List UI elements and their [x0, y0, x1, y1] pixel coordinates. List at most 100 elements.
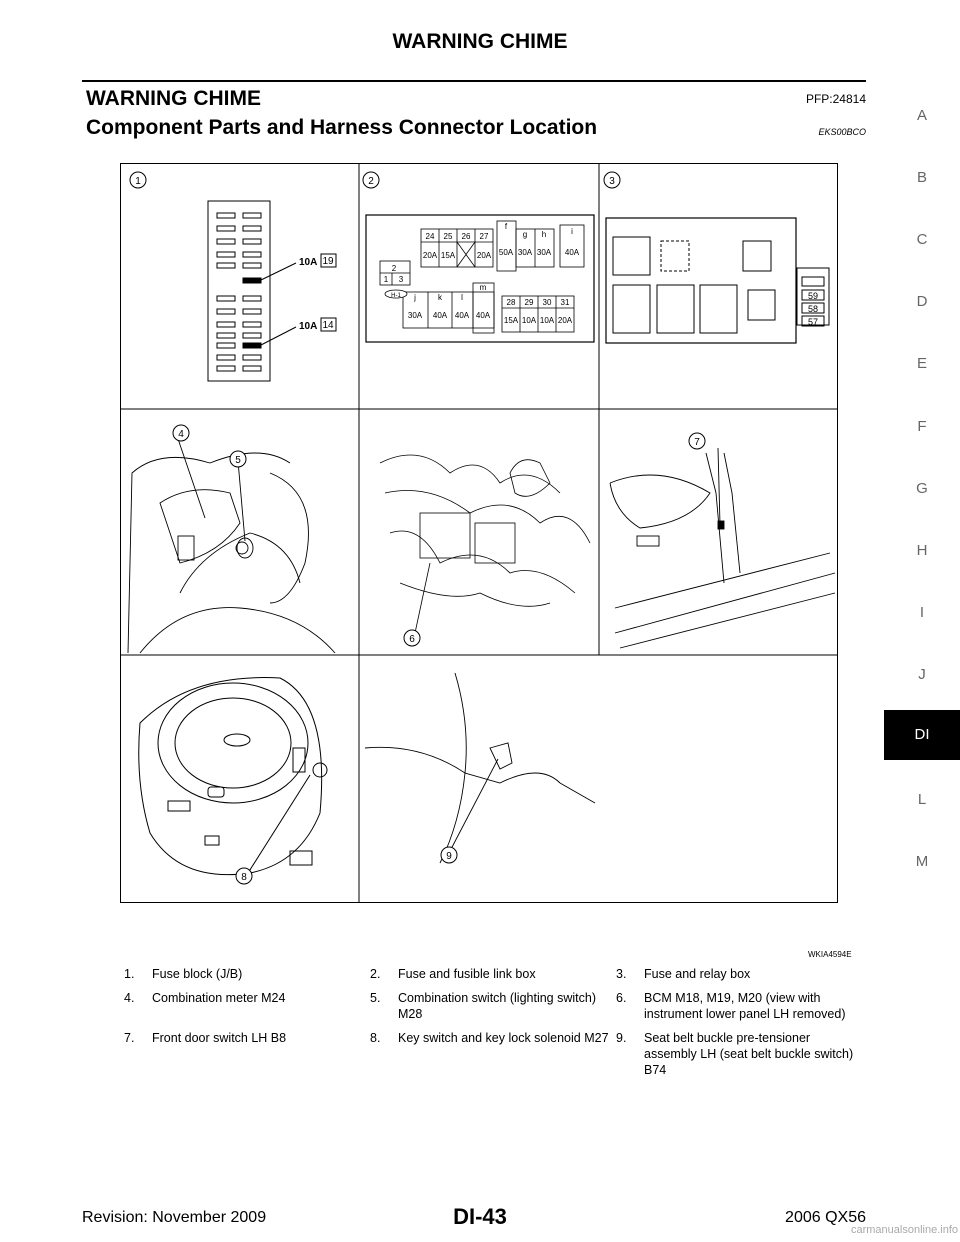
watermark[interactable]: carmanualsonline.info — [850, 1224, 958, 1236]
legend-number: 7. — [124, 1031, 135, 1045]
fuse-relay-box-diagram: 3 59 58 57 — [603, 171, 830, 344]
legend-number: 1. — [124, 967, 135, 981]
index-tab-d[interactable]: D — [916, 293, 928, 310]
fuse-number-28: 28 — [507, 298, 516, 307]
link-rating-f: 50A — [499, 248, 514, 257]
fuse-label-10a-lower: 10A — [299, 321, 317, 332]
index-tab-a[interactable]: A — [916, 107, 927, 124]
legend-item: 5.Combination switch (lighting switch) M… — [366, 990, 612, 1022]
legend-row: 1. Fuse block (J/B) 2. Fuse and fusible li… — [120, 966, 860, 982]
fuse-block-diagram: 1 10A 19 10A 14 — [129, 171, 337, 382]
index-tab-c[interactable]: C — [916, 231, 928, 248]
component-location-figure: 1 10A 19 10A 14 2 — [120, 163, 838, 903]
fuse-rating-25: 15A — [441, 251, 456, 260]
legend-text: Combination meter M24 — [152, 991, 286, 1005]
section-index-tabs: A B C D E F G H I J DI L M — [884, 0, 960, 1242]
link-letter-i: i — [571, 227, 573, 236]
fuse-rating-27: 20A — [477, 251, 492, 260]
link-letter-l: l — [461, 293, 463, 302]
subsection-title: Component Parts and Harness Connector Lo… — [86, 116, 598, 139]
legend-number: 9. — [616, 1031, 627, 1045]
legend-number: 8. — [370, 1031, 381, 1045]
link-letter-g: g — [523, 230, 527, 239]
link-letter-f: f — [505, 222, 508, 231]
fuse-number-26: 26 — [462, 232, 471, 241]
callout-4: 4 — [178, 429, 184, 440]
figure-frame — [120, 163, 838, 903]
link-rating-h: 30A — [537, 248, 552, 257]
legend-text: Fuse and relay box — [644, 967, 751, 981]
bcm-wiring-illustration — [379, 454, 591, 634]
fuse-label-10a-upper: 10A — [299, 257, 317, 268]
running-header: WARNING CHIME — [392, 30, 568, 53]
footer-model: 2006 QX56 — [785, 1209, 866, 1226]
callout-8: 8 — [241, 872, 247, 883]
door-switch-illustration — [609, 447, 836, 649]
legend-text: Fuse block (J/B) — [152, 967, 243, 981]
legend-row: 7. Front door switch LH B8 8. Key switch a… — [120, 1030, 860, 1078]
legend-item: 9. Seat belt buckle pre-tensioner assembl… — [612, 1030, 858, 1078]
legend-text: Combination switch (lighting switch) M28 — [398, 991, 596, 1021]
legend-number: 3. — [616, 967, 627, 981]
relay-number-1: 1 — [384, 275, 389, 284]
link-rating-k: 40A — [433, 311, 448, 320]
callout-9: 9 — [446, 851, 452, 862]
legend-item: 4. Combination meter M24 — [120, 990, 366, 1022]
link-letter-m: m — [480, 283, 487, 292]
fuse-number-58: 58 — [808, 304, 818, 314]
link-rating-j: 30A — [408, 311, 423, 320]
index-tab-j[interactable]: J — [918, 666, 926, 683]
index-tab-f[interactable]: F — [917, 418, 927, 435]
fuse-number-59: 59 — [808, 291, 818, 301]
fuse-number-24: 24 — [426, 232, 435, 241]
relay-number-3: 3 — [399, 275, 404, 284]
legend-number: 4. — [124, 991, 135, 1005]
link-rating-l: 40A — [455, 311, 470, 320]
fuse-rating-24: 20A — [423, 251, 438, 260]
fuse-slot-14: 14 — [322, 320, 334, 331]
index-tab-b[interactable]: B — [916, 169, 927, 186]
fuse-number-29: 29 — [525, 298, 534, 307]
relay-tag: H-1 — [391, 293, 401, 299]
legend-number: 2. — [370, 967, 381, 981]
index-tab-g[interactable]: G — [916, 480, 928, 497]
figure-legend: 1. Fuse block (J/B) 2. Fuse and fusible li… — [120, 966, 860, 1086]
header-rule — [82, 80, 866, 82]
legend-item: 1. Fuse block (J/B) — [120, 966, 366, 982]
section-code: PFP:24814 — [805, 92, 866, 106]
legend-text: Seat belt buckle pre-tensioner assembly … — [644, 1031, 854, 1077]
index-tab-i[interactable]: I — [919, 604, 925, 621]
fuse-number-57: 57 — [808, 317, 818, 327]
legend-item: 6.BCM M18, M19, M20 (view with instrumen… — [612, 990, 858, 1022]
legend-row: 4. Combination meter M24 5.Combination sw… — [120, 990, 860, 1022]
callout-2: 2 — [368, 176, 374, 187]
link-rating-g: 30A — [518, 248, 533, 257]
index-tab-h[interactable]: H — [916, 542, 928, 559]
link-rating-i: 40A — [565, 248, 580, 257]
link-letter-j: j — [413, 293, 416, 302]
legend-item: 3. Fuse and relay box — [612, 966, 858, 982]
callout-1: 1 — [135, 176, 141, 187]
link-letter-k: k — [438, 293, 443, 302]
seat-belt-buckle-illustration — [364, 672, 596, 864]
fuse-rating-28: 15A — [504, 316, 519, 325]
fusible-link-box-diagram: 2 H-1 2 1 3 24 25 26 27 20A — [362, 171, 595, 343]
dashboard-illustration — [127, 432, 336, 654]
link-letter-h: h — [542, 230, 546, 239]
legend-item: 2. Fuse and fusible link box — [366, 966, 612, 982]
callout-7: 7 — [694, 437, 700, 448]
callout-3: 3 — [609, 176, 615, 187]
fuse-rating-29: 10A — [522, 316, 537, 325]
footer-page-number: DI-43 — [453, 1204, 507, 1229]
legend-text: Fuse and fusible link box — [398, 967, 536, 981]
index-tab-m[interactable]: M — [915, 853, 929, 870]
link-rating-m: 40A — [476, 311, 491, 320]
legend-text: Key switch and key lock solenoid M27 — [398, 1031, 609, 1045]
index-tab-e[interactable]: E — [916, 355, 927, 372]
fuse-number-31: 31 — [561, 298, 570, 307]
index-tab-l[interactable]: L — [917, 791, 927, 808]
footer-revision: Revision: November 2009 — [82, 1209, 267, 1226]
fuse-number-30: 30 — [543, 298, 552, 307]
legend-text: Front door switch LH B8 — [152, 1031, 287, 1045]
index-tab-di-active[interactable]: DI — [884, 710, 960, 760]
